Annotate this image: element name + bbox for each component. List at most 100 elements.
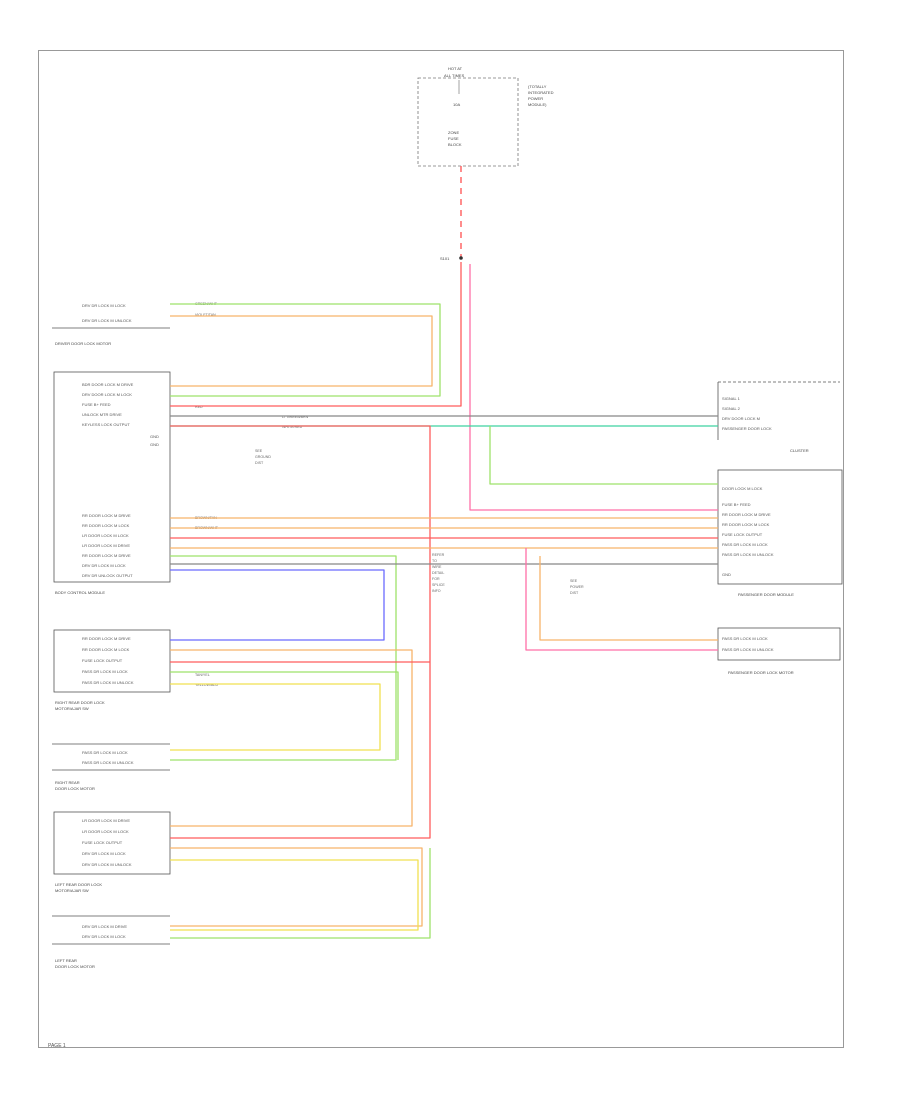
wire-green-0 — [170, 303, 441, 397]
lrdm-title: LEFT REAR — [55, 958, 77, 963]
fuse-inner-1: ZONE — [448, 130, 459, 135]
right-rear-door-lock: RR DOOR LOCK M DRIVE RR DOOR LOCK M LOCK… — [53, 629, 171, 711]
wire-label-white-red: WHITE/RED — [282, 425, 303, 429]
splice-label: S101 — [440, 256, 450, 261]
rrdm-title: RIGHT REAR — [55, 780, 80, 785]
pdm-pin-7: PASS DR LOCK M UNLOCK — [722, 552, 774, 557]
wire-label-violet-tan: VIOLET/TAN — [195, 313, 216, 317]
rrdl-pin-2: RR DOOR LOCK M LOCK — [82, 647, 130, 652]
fuse-side-2: INTEGRATED — [528, 90, 554, 95]
pdm-pin-1: DOOR LOCK M LOCK — [722, 486, 763, 491]
rrdl-pin-1: RR DOOR LOCK M DRIVE — [82, 636, 131, 641]
lrdl-pin-4: DRV DR LOCK M LOCK — [82, 851, 126, 856]
cluster-pin-1: SIGNAL 1 — [722, 396, 741, 401]
driver-door-lock-motor: DRV DR LOCK M LOCK DRV DR LOCK M UNLOCK … — [52, 303, 170, 346]
pass-note-1: SEE — [570, 579, 578, 583]
bcm-pin-4: UNLOCK MTR DRIVE — [82, 412, 122, 417]
wire-orange-21 — [170, 847, 423, 927]
rrdl-title: RIGHT REAR DOOR LOCK — [55, 700, 105, 705]
fuse-inner-2: FUSE — [448, 136, 459, 141]
fuse-hot-line-2: ALL TIMES — [444, 73, 465, 78]
pdm-pin-2: FUSE B+ FEED — [722, 502, 751, 507]
bcm-lower-pin-7: DRV DR UNLOCK OUTPUT — [82, 573, 133, 578]
lrdl-pin-5: DRV DR LOCK M UNLOCK — [82, 862, 132, 867]
driver-motor-pin-1: DRV DR LOCK M LOCK — [82, 303, 126, 308]
pdm-pin-6: PASS DR LOCK M LOCK — [722, 542, 768, 547]
pdm-pin-5: FUSE LOCK OUTPUT — [722, 532, 763, 537]
bcm-lower-pin-5: RR DOOR LOCK M DRIVE — [82, 553, 131, 558]
body-control-module: BDR DOOR LOCK M DRIVE DRV DOOR LOCK M LO… — [53, 371, 171, 595]
splice-note-7: INFO — [432, 589, 441, 593]
driver-motor-pin-2: DRV DR LOCK M UNLOCK — [82, 318, 132, 323]
bcm-pin-2: DRV DOOR LOCK M LOCK — [82, 392, 132, 397]
cluster-title: CLUSTER — [790, 448, 809, 453]
splice-note-1: REFER — [432, 553, 445, 557]
lrdl-title: LEFT REAR DOOR LOCK — [55, 882, 102, 887]
rrdm-pin-1: PASS DR LOCK M LOCK — [82, 750, 128, 755]
rrdl-outline — [53, 629, 171, 693]
bcm-lower-pin-3: LR DOOR LOCK M LOCK — [82, 533, 129, 538]
wire-yellow-19 — [170, 683, 381, 751]
bcm-pin-1: BDR DOOR LOCK M DRIVE — [82, 382, 134, 387]
wires — [170, 262, 718, 939]
lrdm-pin-1: DRV DR LOCK M DRIVE — [82, 924, 127, 929]
bcm-lower-pin-4: LR DOOR LOCK M DRIVE — [82, 543, 130, 548]
splice-note-6: SPLICE — [432, 583, 445, 587]
cluster: SIGNAL 1 SIGNAL 2 DRV DOOR LOCK M PASSEN… — [717, 381, 840, 453]
pdlm-title: PASSENGER DOOR LOCK MOTOR — [728, 670, 794, 675]
wire-yellow-22 — [170, 859, 419, 931]
bcm-pin-6: GND — [150, 434, 159, 439]
wire-green-12 — [170, 555, 397, 761]
wire-orange-17 — [170, 649, 413, 827]
bcm-outline — [53, 371, 171, 583]
pdlm-pin-2: PASS DR LOCK M UNLOCK — [722, 647, 774, 652]
bcm-pin-5: KEYLESS LOCK OUTPUT — [82, 422, 130, 427]
cluster-pin-3: DRV DOOR LOCK M — [722, 416, 760, 421]
rrdl-pin-4: PASS DR LOCK M LOCK — [82, 669, 128, 674]
bcm-pin-7: GND — [150, 442, 159, 447]
left-rear-door-lock: LR DOOR LOCK M DRIVE LR DOOR LOCK M LOCK… — [53, 811, 171, 893]
splice-dot — [459, 256, 463, 260]
pdm-pin-8: GND — [722, 572, 731, 577]
bcm-lower-pin-2: RR DOOR LOCK M LOCK — [82, 523, 130, 528]
fuse-block-outline — [417, 77, 519, 167]
fuse-rating: 10A — [453, 102, 460, 107]
wire-pink-15 — [525, 548, 718, 651]
diagram-frame — [38, 50, 844, 1048]
wire-label-tan-yel: TAN/YEL — [195, 673, 210, 677]
lrdl-pin-1: LR DOOR LOCK M DRIVE — [82, 818, 130, 823]
lrdl-pin-3: FUSE LOCK OUTPUT — [82, 840, 123, 845]
driver-motor-title: DRIVER DOOR LOCK MOTOR — [55, 341, 111, 346]
wire-label-yellow-blu: YELLOW/BLU — [195, 683, 218, 687]
wire-label-lt-green-brn: LT GREEN/BRN — [282, 415, 309, 419]
fuse-side-3: POWER — [528, 96, 543, 101]
page-footer: PAGE 1 — [48, 1043, 66, 1049]
wire-orange-16 — [539, 556, 718, 641]
fuse-inner-3: BLOCK — [448, 142, 462, 147]
wire-labels: GREEN/WHT VIOLET/TAN RED LT GREEN/BRN WH… — [195, 302, 309, 687]
splice-note-3: WIRE — [432, 565, 442, 569]
wire-green-6 — [489, 426, 718, 485]
right-rear-door-motor: PASS DR LOCK M LOCK PASS DR LOCK M UNLOC… — [52, 743, 170, 791]
wire-green-20 — [170, 671, 399, 760]
fuse-side-4: MODULE) — [528, 102, 547, 107]
lrdm-sub: DOOR LOCK MOTOR — [55, 964, 95, 969]
rrdl-sub: MOTOR/AJAR SW — [55, 706, 89, 711]
bcm-lower-pin-1: RR DOOR LOCK M DRIVE — [82, 513, 131, 518]
passenger-door-module: DOOR LOCK M LOCK FUSE B+ FEED RR DOOR LO… — [717, 469, 843, 597]
pdm-outline — [717, 469, 843, 585]
wire-red-7 — [170, 425, 431, 839]
pass-note-2: POWER — [570, 585, 584, 589]
cluster-pin-2: SIGNAL 2 — [722, 406, 741, 411]
ground-note-2: GROUND — [255, 455, 271, 459]
wire-red-2 — [170, 262, 462, 407]
wire-pink-3 — [469, 264, 718, 511]
fuse-hot-line-1: HOT AT — [448, 66, 463, 71]
splice-note-2: TO — [432, 559, 437, 563]
cluster-pin-4: PASSENGER DOOR LOCK — [722, 426, 772, 431]
splice-note-5: FOR — [432, 577, 440, 581]
left-rear-door-motor: DRV DR LOCK M DRIVE DRV DR LOCK M LOCK L… — [52, 915, 170, 969]
pass-note-3: DIST — [570, 591, 579, 595]
wire-orange-1 — [170, 315, 433, 387]
